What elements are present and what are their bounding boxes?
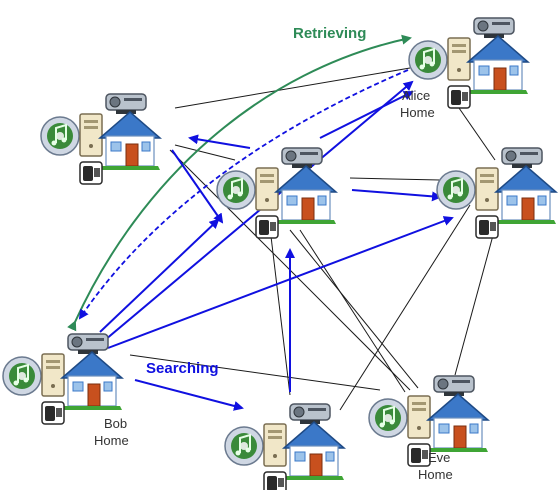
link-left-center xyxy=(174,144,236,161)
search-arrow-center-alice xyxy=(319,91,414,139)
retrieving-label: Retrieving xyxy=(293,25,366,42)
alice-home-label-line2: Home xyxy=(400,105,435,120)
search-arrow-bob-alice xyxy=(104,80,414,341)
search-arrow-center-right xyxy=(351,189,442,202)
link-bob-eve xyxy=(129,354,381,391)
node-left-home xyxy=(40,93,161,185)
search-arrow-bob-right xyxy=(107,216,454,349)
eve-home-label-line2: Home xyxy=(418,467,453,482)
alice-home-label-line1: Alice xyxy=(402,88,430,103)
link-center-right xyxy=(349,177,441,181)
link-left-alice xyxy=(174,67,411,109)
dashed-return-arrow xyxy=(78,69,409,320)
search-arrow-center-left xyxy=(188,134,251,149)
node-bob-home xyxy=(2,333,123,425)
bob-home-label-line2: Home xyxy=(94,433,129,448)
search-arrow-bob-center xyxy=(99,218,220,333)
eve-home-label-line1: Eve xyxy=(428,450,450,465)
bob-home-label-line1: Bob xyxy=(104,416,127,431)
node-bottom-home xyxy=(224,403,345,490)
retrieving-arrow xyxy=(67,34,412,332)
link-center-eve xyxy=(289,229,419,389)
searching-label: Searching xyxy=(146,360,219,377)
search-arrow-left-center xyxy=(171,149,224,224)
link-center-bottom xyxy=(299,229,406,393)
search-arrow-bob-bottom xyxy=(134,379,244,411)
node-center-home xyxy=(216,147,337,239)
link-center-bottom2 xyxy=(269,227,291,396)
link-right-eve xyxy=(454,227,496,376)
search-arrows xyxy=(99,80,454,411)
node-right-home xyxy=(436,147,557,239)
network-links xyxy=(129,67,496,411)
